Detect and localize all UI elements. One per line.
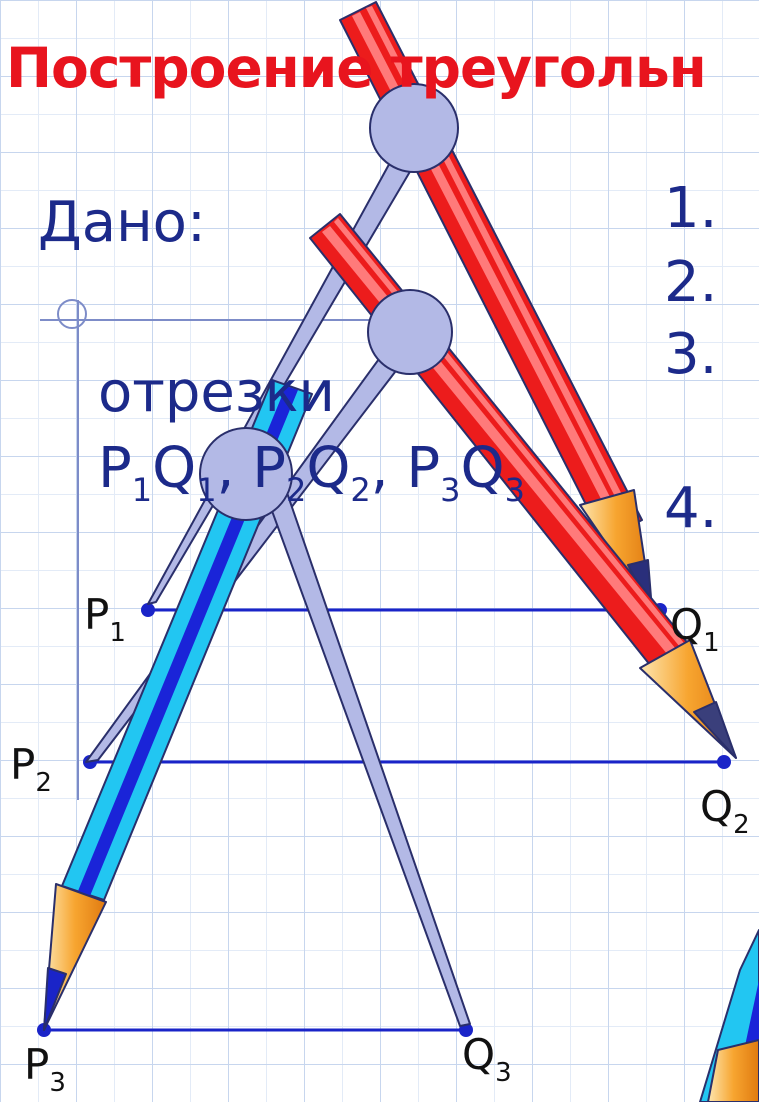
step-number: 3. — [664, 322, 718, 387]
label-p2: P2 — [10, 740, 52, 798]
label-q3: Q3 — [462, 1030, 512, 1088]
compass-1-hinge — [369, 83, 459, 173]
step-number: 2. — [664, 250, 718, 315]
label-q1: Q1 — [670, 600, 720, 658]
label-p3: P3 — [24, 1040, 66, 1098]
point-p1 — [141, 603, 155, 617]
given-label: Дано: — [38, 190, 206, 255]
segments — [37, 603, 731, 1037]
compass-3-pencil-wood — [43, 883, 107, 1031]
compass-3 — [43, 379, 471, 1031]
crosshair-icon — [57, 299, 87, 329]
point-q2 — [717, 755, 731, 769]
step-number: 1. — [664, 176, 718, 241]
compass-3-needle-leg — [259, 477, 471, 1027]
compass-3-hinge — [199, 427, 293, 521]
segments-list: P1Q1, P2Q2, P3Q3 — [98, 436, 525, 509]
label-p1: P1 — [84, 590, 126, 648]
partial-pencil — [699, 929, 759, 1102]
label-q2: Q2 — [700, 782, 750, 840]
segment-item: P3Q3 — [406, 436, 525, 509]
compass-2-hinge — [367, 289, 453, 375]
compass-3-pencil-lead — [43, 967, 67, 1031]
segments-word: отрезки — [98, 360, 335, 425]
step-number: 4. — [664, 476, 718, 541]
segment-item: P2Q2, — [252, 436, 407, 509]
compass-2-pencil-lead — [693, 701, 737, 759]
page-title: Построение треугольн — [6, 36, 707, 100]
segment-item: P1Q1, — [98, 436, 253, 509]
